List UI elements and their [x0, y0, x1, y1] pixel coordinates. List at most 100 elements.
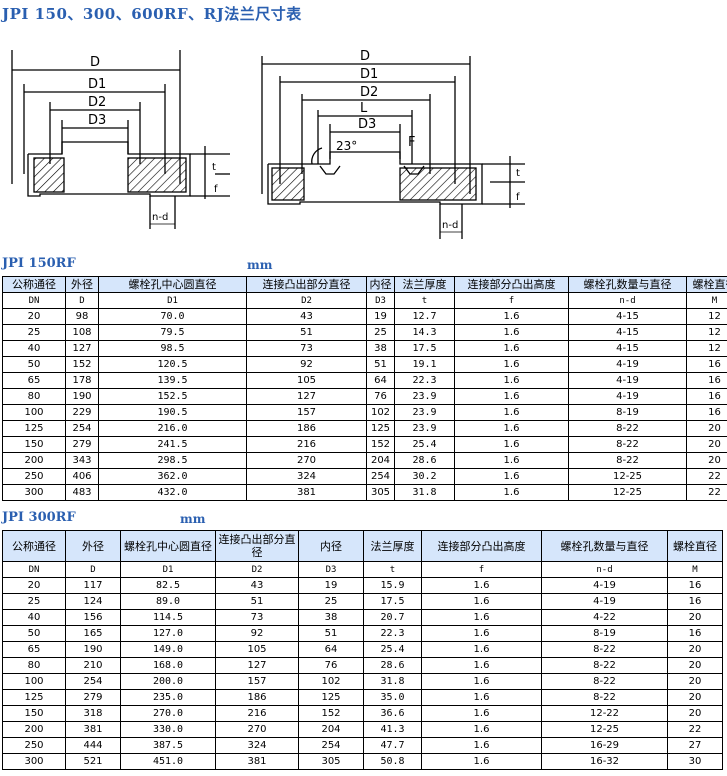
unit-300: mm — [180, 512, 206, 526]
table-cell: 200 — [2, 721, 66, 738]
table-cell: 1.6 — [454, 404, 569, 421]
table-cell: 330.0 — [120, 721, 216, 738]
table-cell: 4-22 — [541, 609, 668, 626]
table-cell: 254 — [65, 673, 121, 690]
table-cell: 279 — [65, 689, 121, 706]
table-cell: 1.6 — [454, 468, 569, 485]
table-cell: 4-15 — [568, 324, 687, 341]
table-cell: 98 — [65, 308, 99, 325]
table-cell: 20 — [667, 673, 723, 690]
table-cell: 270 — [246, 452, 367, 469]
table-cell: 14.3 — [394, 324, 455, 341]
table-cell: 100 — [2, 673, 66, 690]
table-cell: 38 — [298, 609, 364, 626]
table-cell: 64 — [298, 641, 364, 658]
table-cell: 23.9 — [394, 420, 455, 437]
table-cell: 19 — [366, 308, 395, 325]
table-cell: 4-19 — [568, 356, 687, 373]
table-cell: 4-19 — [541, 593, 668, 610]
table-cell: 298.5 — [98, 452, 247, 469]
table-cell: 50.8 — [363, 753, 422, 770]
table-cell: 102 — [366, 404, 395, 421]
symbol-cell: DN — [2, 292, 66, 309]
table-cell: 16 — [667, 625, 723, 642]
table-cell: 152 — [65, 356, 99, 373]
table-cell: 89.0 — [120, 593, 216, 610]
table-jpi300: 公称通径外径螺栓孔中心圆直径连接凸出部分直径内径法兰厚度连接部分凸出高度螺栓孔数… — [2, 530, 723, 770]
table-cell: 22.3 — [394, 372, 455, 389]
table-cell: 25 — [2, 324, 66, 341]
table-cell: 127 — [215, 657, 299, 674]
table-cell: 92 — [246, 356, 367, 373]
table-cell: 17.5 — [363, 593, 422, 610]
table-cell: 12-25 — [541, 721, 668, 738]
header-cell: 螺栓直径 — [686, 276, 727, 293]
table-cell: 23.9 — [394, 404, 455, 421]
label-nd-left: n-d — [152, 212, 168, 223]
table-cell: 22 — [686, 484, 727, 501]
table-cell: 1.6 — [421, 705, 542, 722]
table-cell: 20 — [667, 689, 723, 706]
table-cell: 16 — [686, 388, 727, 405]
table-cell: 318 — [65, 705, 121, 722]
table-cell: 19.1 — [394, 356, 455, 373]
table-cell: 40 — [2, 609, 66, 626]
table-cell: 31.8 — [394, 484, 455, 501]
symbol-cell: t — [363, 561, 422, 578]
table-cell: 125 — [2, 420, 66, 437]
label-d2-right: D2 — [360, 85, 378, 100]
table-cell: 250 — [2, 737, 66, 754]
section-title-300: JPI 300RF — [2, 510, 76, 525]
label-t-right: t — [516, 168, 520, 179]
page-title: JPI 150、300、600RF、RJ法兰尺寸表 — [2, 5, 302, 23]
table-cell: 1.6 — [454, 484, 569, 501]
table-cell: 127.0 — [120, 625, 216, 642]
table-cell: 50 — [2, 356, 66, 373]
table-cell: 22 — [667, 721, 723, 738]
header-cell: 法兰厚度 — [363, 530, 422, 562]
header-cell: 公称通径 — [2, 276, 66, 293]
table-cell: 25 — [298, 593, 364, 610]
table-cell: 8-22 — [568, 420, 687, 437]
table-header-row: 公称通径外径螺栓孔中心圆直径连接凸出部分直径内径法兰厚度连接部分凸出高度螺栓孔数… — [2, 530, 723, 562]
table-cell: 27 — [667, 737, 723, 754]
header-cell: 外径 — [65, 530, 121, 562]
header-cell: 内径 — [298, 530, 364, 562]
table-cell: 20 — [667, 609, 723, 626]
table-cell: 270.0 — [120, 705, 216, 722]
symbol-cell: M — [667, 561, 723, 578]
table-header-row: 公称通径外径螺栓孔中心圆直径连接凸出部分直径内径法兰厚度连接部分凸出高度螺栓孔数… — [2, 276, 727, 293]
table-cell: 12 — [686, 308, 727, 325]
table-cell: 47.7 — [363, 737, 422, 754]
symbol-cell: t — [394, 292, 455, 309]
table-cell: 190 — [65, 641, 121, 658]
table-cell: 451.0 — [120, 753, 216, 770]
table-cell: 1.6 — [454, 324, 569, 341]
table-cell: 362.0 — [98, 468, 247, 485]
table-cell: 98.5 — [98, 340, 247, 357]
table-cell: 343 — [65, 452, 99, 469]
table-cell: 152 — [366, 436, 395, 453]
table-cell: 139.5 — [98, 372, 247, 389]
symbol-cell: D3 — [298, 561, 364, 578]
header-cell: 法兰厚度 — [394, 276, 455, 293]
table-cell: 150 — [2, 436, 66, 453]
header-cell: 螺栓孔数量与直径 — [568, 276, 687, 293]
table-cell: 204 — [298, 721, 364, 738]
table-cell: 22 — [686, 468, 727, 485]
table-cell: 1.6 — [421, 625, 542, 642]
table-cell: 8-22 — [568, 452, 687, 469]
table-cell: 1.6 — [454, 356, 569, 373]
label-d3-right: D3 — [358, 117, 376, 132]
table-cell: 216.0 — [98, 420, 247, 437]
table-cell: 305 — [366, 484, 395, 501]
unit-150: mm — [247, 258, 273, 272]
